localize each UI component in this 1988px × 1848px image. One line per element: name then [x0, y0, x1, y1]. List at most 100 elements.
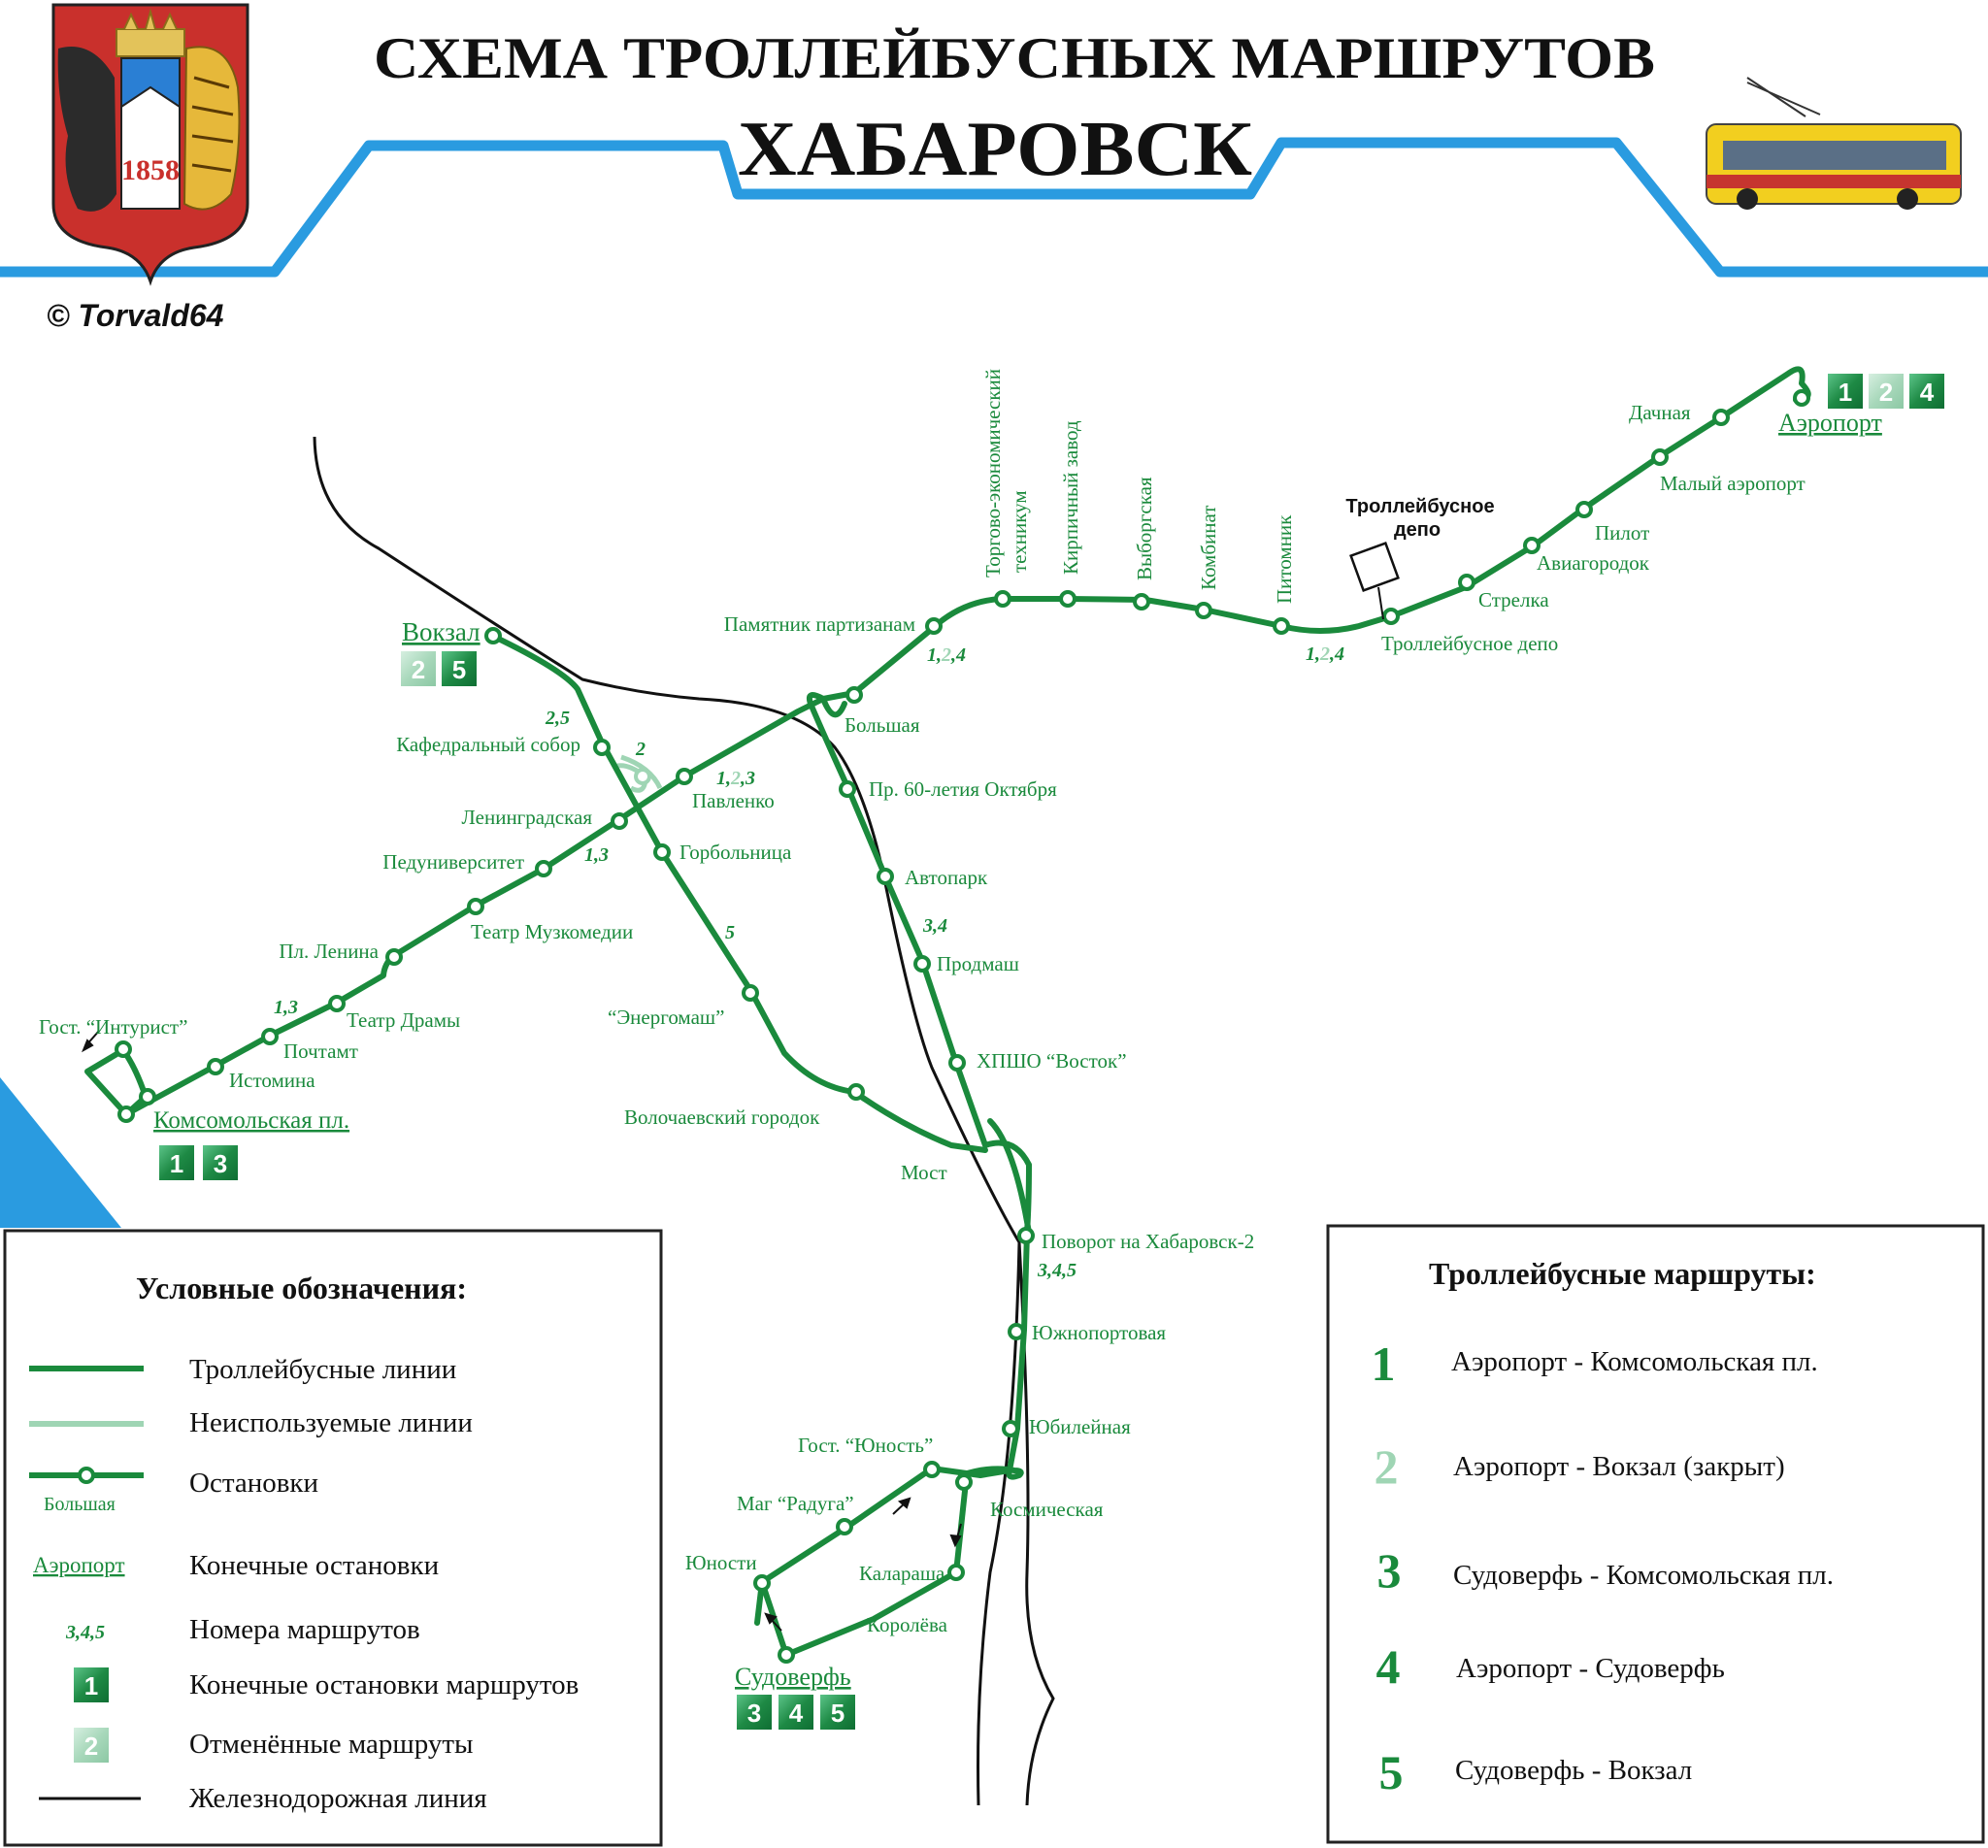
route-1-name: Аэропорт - Комсомольская пл.	[1451, 1346, 1818, 1377]
route-5-number: 5	[1379, 1745, 1404, 1799]
stop-vyborgskaya: Выборгская	[1133, 477, 1156, 580]
legend-box: Условные обозначения: Троллейбусные лини…	[3, 1229, 663, 1847]
stop-labels: Вокзал Кафедральный собор Ленинградская …	[39, 369, 1882, 1691]
stop-kombinat: Комбинат	[1197, 506, 1220, 590]
stop-torg-tech-1: Торгово-экономический	[981, 369, 1005, 578]
legend-terminals: Конечные остановки	[189, 1550, 439, 1581]
stop-pr60: Пр. 60-летия Октября	[869, 777, 1057, 801]
stop-aviagorodok: Авиагородок	[1537, 551, 1650, 575]
depot-label-1: Троллейбусное	[1345, 496, 1494, 517]
stop-dachnaya: Дачная	[1629, 401, 1691, 424]
stop-pilot: Пилот	[1595, 521, 1649, 544]
legend-route-numbers-example: 3,4,5	[65, 1622, 105, 1643]
legend-lines: Троллейбусные линии	[189, 1354, 456, 1385]
depot-icon	[1349, 542, 1400, 592]
stop-kirpichny: Кирпичный завод	[1059, 420, 1082, 575]
stop-pitomnik: Питомник	[1273, 514, 1296, 604]
stop-povorot: Поворот на Хабаровск-2	[1042, 1230, 1254, 1253]
route-label-34: 3,4	[922, 915, 947, 937]
stop-torg-tech-2: техникум	[1008, 490, 1031, 573]
stop-pochtamt: Почтамт	[283, 1040, 358, 1063]
route-label-123: 1,2,3	[716, 768, 755, 789]
depot-label-2: депо	[1394, 519, 1441, 541]
route-4-number: 4	[1376, 1639, 1401, 1694]
svg-text:2: 2	[412, 655, 425, 684]
stop-bolshaya: Большая	[845, 713, 920, 737]
stop-vokzal: Вокзал	[402, 617, 480, 646]
legend-cancelled-example: 2	[84, 1732, 98, 1761]
stop-maly-aeroport: Малый аэропорт	[1660, 472, 1806, 495]
route-5-name: Судоверфь - Вокзал	[1455, 1755, 1692, 1786]
svg-text:3: 3	[747, 1699, 761, 1728]
route-label-5: 5	[725, 922, 735, 943]
route-label-124-a: 1,2,4	[927, 644, 966, 666]
stop-depo: Троллейбусное депо	[1381, 632, 1558, 655]
stop-kafedralny: Кафедральный собор	[396, 733, 580, 756]
stop-mag-raduga: Маг “Радуга”	[737, 1492, 854, 1515]
legend-cancelled: Отменённые маршруты	[189, 1729, 474, 1760]
legend-route-numbers: Номера маршрутов	[189, 1614, 420, 1645]
route-label-25: 2,5	[545, 708, 570, 729]
river-corner	[0, 1077, 121, 1228]
stop-aeroport: Аэропорт	[1778, 409, 1882, 437]
route-2-name: Аэропорт - Вокзал (закрыт)	[1453, 1451, 1785, 1482]
terminal-badges-komsomolskaya: 1 3	[159, 1145, 238, 1180]
depot-connector	[1377, 586, 1384, 620]
stop-gost-inturist: Гост. “Интурист”	[39, 1015, 187, 1039]
routes-title: Троллейбусные маршруты:	[1429, 1256, 1816, 1291]
route-label-2: 2	[635, 739, 646, 760]
stop-pamyatnik: Памятник партизанам	[724, 612, 915, 636]
legend-terminal-example: Аэропорт	[33, 1553, 125, 1577]
stop-energomash: “Энергомаш”	[608, 1006, 724, 1029]
stop-most: Мост	[901, 1161, 947, 1184]
route-label-13-b: 1,3	[274, 997, 298, 1018]
stop-peduniversitet: Педуниверситет	[382, 850, 524, 874]
svg-text:3: 3	[214, 1149, 227, 1178]
svg-text:2: 2	[1879, 378, 1893, 407]
stop-kosmicheskaya: Космическая	[990, 1498, 1104, 1521]
stop-istomina: Истомина	[229, 1069, 315, 1092]
terminal-badges-vokzal: 2 5	[401, 651, 477, 686]
stop-yuzhnoportovaya: Южнопортовая	[1032, 1321, 1166, 1344]
terminal-badges-sudoverf: 3 4 5	[737, 1695, 855, 1730]
svg-text:1: 1	[170, 1149, 183, 1178]
stop-leningradskaya: Ленинградская	[462, 806, 593, 829]
railway-line-branch	[1017, 1241, 1055, 1806]
stop-komsomolskaya: Комсомольская пл.	[153, 1107, 349, 1134]
stop-volochaevsky: Волочаевский городок	[624, 1106, 820, 1129]
city-name: ХАБАРОВСК	[738, 107, 1252, 192]
svg-text:5: 5	[831, 1699, 845, 1728]
unused-stop	[634, 768, 651, 785]
route-label-124-b: 1,2,4	[1306, 644, 1344, 665]
route-3-number: 3	[1377, 1543, 1402, 1598]
stop-hpsho: ХПШО “Восток”	[977, 1049, 1127, 1072]
stop-koroleva: Королёва	[867, 1613, 948, 1636]
legend-route-terminals: Конечные остановки маршрутов	[189, 1669, 579, 1700]
stop-prodmash: Продмаш	[937, 952, 1019, 975]
legend-railway: Железнодорожная линия	[189, 1783, 487, 1814]
routes-box: Троллейбусные маршруты: 1 Аэропорт - Ком…	[1326, 1224, 1985, 1844]
route-3-name: Судоверфь - Комсомольская пл.	[1453, 1560, 1834, 1591]
route-number-labels: 1,2,4 1,2,4 1,2,3 2,5 2 1,3 1,3 5 3,4 3,…	[274, 644, 1344, 1281]
stop-gorbolnica: Горбольница	[679, 841, 792, 864]
header-blue-line	[0, 137, 1988, 278]
legend-title: Условные обозначения:	[136, 1270, 467, 1305]
route-label-345: 3,4,5	[1037, 1260, 1077, 1281]
legend-stops: Остановки	[189, 1468, 318, 1499]
coat-of-arms-icon	[51, 3, 249, 286]
stop-yubileynaya: Юбилейная	[1029, 1415, 1131, 1438]
map-title: СХЕМА ТРОЛЛЕЙБУСНЫХ МАРШРУТОВ	[374, 26, 1655, 90]
stop-strelka: Стрелка	[1478, 588, 1549, 611]
svg-text:4: 4	[1920, 378, 1935, 407]
stop-pavlenko: Павленко	[692, 789, 775, 812]
direction-arrows	[82, 1030, 962, 1632]
svg-text:4: 4	[789, 1699, 804, 1728]
stop-sudoverf: Судоверфь	[735, 1663, 851, 1691]
route-label-13-a: 1,3	[584, 844, 609, 866]
stop-gost-yunost: Гост. “Юность”	[798, 1434, 933, 1457]
trolleybus-icon	[1706, 77, 1962, 210]
coat-year: 1858	[121, 154, 180, 186]
route-1-number: 1	[1372, 1336, 1396, 1391]
legend-unused: Неиспользуемые линии	[189, 1407, 473, 1438]
